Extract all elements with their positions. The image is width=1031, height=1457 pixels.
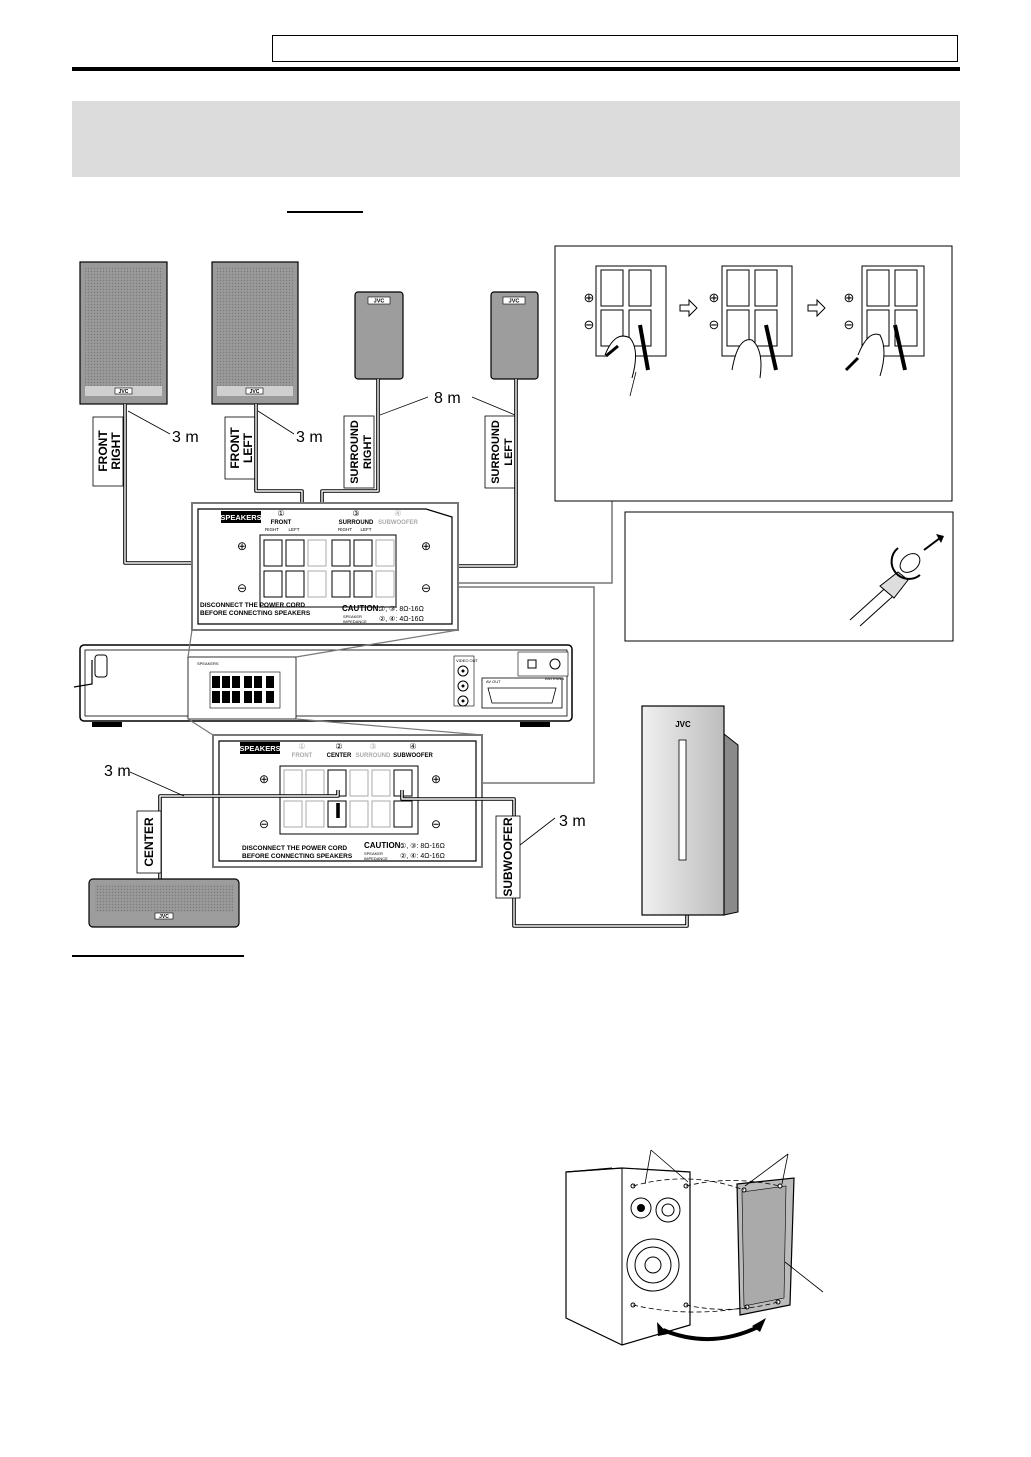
brand-logo: JVC: [250, 389, 260, 395]
svg-text:SUBWOOFER: SUBWOOFER: [393, 753, 433, 759]
subwoofer: JVC: [641, 705, 739, 916]
svg-text:RIGHT: RIGHT: [109, 432, 123, 470]
svg-text:SPEAKERS: SPEAKERS: [220, 513, 261, 522]
label-front-right: FRONT RIGHT: [92, 416, 124, 487]
svg-text:LEFT: LEFT: [241, 432, 255, 463]
svg-text:CENTER: CENTER: [327, 753, 352, 759]
svg-text:FRONT: FRONT: [271, 520, 292, 526]
surround-right-speaker: JVC: [354, 291, 404, 380]
svg-text:BEFORE CONNECTING SPEAKERS: BEFORE CONNECTING SPEAKERS: [200, 610, 311, 617]
svg-text:⊕: ⊕: [421, 539, 431, 553]
brand-logo: JVC: [119, 389, 129, 395]
svg-text:③: ③: [352, 509, 359, 518]
svg-text:SUBWOOFER: SUBWOOFER: [378, 520, 418, 526]
svg-text:①: ①: [298, 742, 305, 751]
svg-text:LEFT: LEFT: [503, 438, 515, 466]
svg-text:SPEAKERS: SPEAKERS: [197, 661, 219, 666]
main-unit-rear: SPEAKERS VIDEO OUT AV OUT ANTENNA: [73, 644, 573, 727]
speaker-grille-illustration: [565, 1149, 824, 1346]
svg-text:IMPEDANCE: IMPEDANCE: [343, 619, 367, 624]
svg-text:SPEAKERS: SPEAKERS: [239, 744, 280, 753]
svg-text:①, ③: 8Ω-16Ω: ①, ③: 8Ω-16Ω: [400, 842, 445, 850]
svg-text:SPEAKER: SPEAKER: [343, 614, 362, 619]
svg-text:RIGHT: RIGHT: [338, 527, 352, 532]
svg-text:⊕: ⊕: [584, 290, 595, 305]
svg-text:⊖: ⊖: [844, 317, 855, 332]
underline-mark: [287, 211, 363, 213]
svg-text:ANTENNA: ANTENNA: [545, 676, 564, 681]
surround-left-speaker: JVC: [490, 291, 539, 380]
svg-text:⊖: ⊖: [431, 817, 441, 831]
svg-text:④: ④: [409, 742, 416, 751]
svg-text:①: ①: [277, 509, 284, 518]
svg-text:④: ④: [394, 509, 401, 518]
svg-text:②, ④: 4Ω-16Ω: ②, ④: 4Ω-16Ω: [379, 615, 424, 623]
center-speaker: JVC: [88, 878, 240, 928]
brand-logo: JVC: [159, 914, 169, 920]
svg-text:SPEAKER: SPEAKER: [364, 851, 383, 856]
svg-text:⊕: ⊕: [237, 539, 247, 553]
header-rule: [72, 67, 960, 71]
svg-text:SURROUND: SURROUND: [490, 420, 502, 484]
svg-text:⊖: ⊖: [421, 581, 431, 595]
distance-surround: 8 m: [434, 390, 461, 407]
svg-text:FRONT: FRONT: [292, 753, 313, 759]
svg-text:SURROUND: SURROUND: [339, 520, 374, 526]
distance-subwoofer: 3 m: [559, 813, 586, 830]
label-center: CENTER: [136, 810, 162, 874]
svg-text:②, ④: 4Ω-16Ω: ②, ④: 4Ω-16Ω: [400, 852, 445, 860]
svg-text:AV OUT: AV OUT: [486, 679, 501, 684]
svg-text:CAUTION:: CAUTION:: [342, 604, 381, 613]
label-subwoofer: SUBWOOFER: [495, 815, 521, 899]
brand-logo: JVC: [675, 720, 691, 729]
brand-logo: JVC: [374, 299, 385, 305]
terminal-panel-top: SPEAKERS ① FRONT RIGHT LEFT ③ SURROUND R…: [191, 502, 459, 631]
svg-text:IMPEDANCE: IMPEDANCE: [364, 856, 388, 861]
svg-text:②: ②: [335, 742, 342, 751]
svg-text:VIDEO OUT: VIDEO OUT: [456, 658, 479, 663]
label-front-left: FRONT LEFT: [224, 416, 256, 480]
svg-text:FRONT: FRONT: [96, 430, 110, 472]
inset-wire-twist: [624, 511, 954, 642]
label-surround-left: SURROUND LEFT: [484, 415, 516, 489]
distance-center: 3 m: [104, 763, 131, 780]
svg-text:SUBWOOFER: SUBWOOFER: [501, 817, 515, 897]
svg-text:⊕: ⊕: [431, 772, 441, 786]
svg-text:⊖: ⊖: [259, 817, 269, 831]
svg-text:SURROUND: SURROUND: [349, 420, 361, 484]
svg-text:LEFT: LEFT: [288, 527, 299, 532]
svg-text:⊕: ⊕: [709, 290, 720, 305]
svg-text:⊕: ⊕: [259, 772, 269, 786]
svg-text:RIGHT: RIGHT: [362, 435, 374, 470]
svg-text:SURROUND: SURROUND: [356, 753, 391, 759]
svg-text:DISCONNECT THE POWER CORD: DISCONNECT THE POWER CORD: [242, 845, 347, 852]
brand-logo: JVC: [509, 299, 520, 305]
svg-text:CAUTION:: CAUTION:: [364, 841, 403, 850]
front-left-speaker: JVC: [211, 261, 299, 405]
underline-mark-2: [72, 955, 244, 957]
distance-front-right: 3 m: [172, 429, 199, 446]
svg-text:⊖: ⊖: [709, 317, 720, 332]
label-surround-right: SURROUND RIGHT: [343, 415, 375, 489]
inset-terminal-steps: ⊕ ⊖ ⊕ ⊖ ⊕ ⊖: [554, 245, 953, 502]
svg-text:RIGHT: RIGHT: [265, 527, 279, 532]
svg-text:⊖: ⊖: [237, 581, 247, 595]
svg-text:⊖: ⊖: [584, 317, 595, 332]
svg-text:①, ③: 8Ω-16Ω: ①, ③: 8Ω-16Ω: [379, 605, 424, 613]
front-right-speaker: JVC: [79, 261, 168, 405]
svg-text:③: ③: [369, 742, 376, 751]
header-box: [272, 35, 958, 62]
svg-text:FRONT: FRONT: [228, 427, 242, 469]
terminal-panel-bottom: SPEAKERS ① FRONT ② CENTER ③ SURROUND ④ S…: [212, 734, 483, 868]
svg-text:DISCONNECT THE POWER CORD: DISCONNECT THE POWER CORD: [200, 602, 305, 609]
svg-text:BEFORE CONNECTING SPEAKERS: BEFORE CONNECTING SPEAKERS: [242, 853, 353, 860]
title-band: [72, 101, 960, 177]
distance-front-left: 3 m: [296, 429, 323, 446]
svg-text:LEFT: LEFT: [360, 527, 371, 532]
svg-text:CENTER: CENTER: [142, 817, 156, 867]
svg-text:⊕: ⊕: [844, 290, 855, 305]
